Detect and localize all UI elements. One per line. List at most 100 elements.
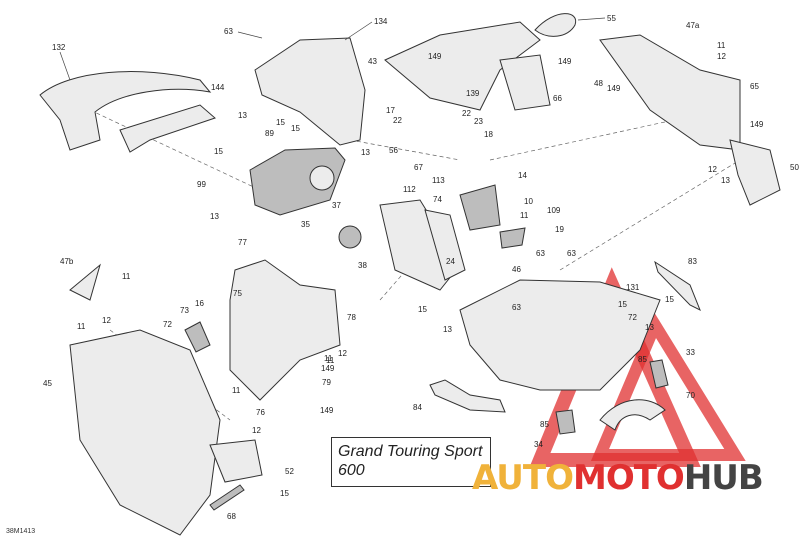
- svg-text:15: 15: [665, 295, 674, 304]
- svg-text:47b: 47b: [60, 257, 74, 266]
- svg-text:50: 50: [790, 163, 799, 172]
- part-99-headlight: [249, 147, 346, 216]
- part-46-clip: [499, 227, 526, 249]
- svg-text:37: 37: [332, 201, 341, 210]
- svg-text:38: 38: [358, 261, 367, 270]
- svg-text:72: 72: [628, 313, 637, 322]
- svg-text:13: 13: [721, 176, 730, 185]
- svg-text:149: 149: [750, 120, 764, 129]
- part-52-bracket: [209, 439, 263, 483]
- svg-text:77: 77: [238, 238, 247, 247]
- svg-text:70: 70: [686, 391, 695, 400]
- svg-text:33: 33: [686, 348, 695, 357]
- svg-text:23: 23: [474, 117, 483, 126]
- svg-text:15: 15: [291, 124, 300, 133]
- svg-text:139: 139: [466, 89, 480, 98]
- svg-text:15: 15: [418, 305, 427, 314]
- svg-text:43: 43: [368, 57, 377, 66]
- svg-text:73: 73: [180, 306, 189, 315]
- svg-text:11: 11: [717, 41, 726, 50]
- watermark-part1: AUTO: [472, 458, 574, 498]
- part-134-upper-cowl: [254, 37, 366, 146]
- part-83-strip: [654, 260, 701, 312]
- svg-text:134: 134: [374, 17, 388, 26]
- svg-text:63: 63: [536, 249, 545, 258]
- svg-text:79: 79: [322, 378, 331, 387]
- part-84-strip: [429, 379, 506, 413]
- svg-text:16: 16: [195, 299, 204, 308]
- svg-text:112: 112: [403, 185, 416, 194]
- svg-text:17: 17: [386, 106, 395, 115]
- svg-text:13: 13: [361, 148, 370, 157]
- part-144-deflector: [119, 104, 216, 153]
- svg-text:11: 11: [326, 356, 335, 365]
- part-85-tab: [555, 409, 576, 435]
- svg-text:11: 11: [520, 211, 529, 220]
- part-65-right-panel: [599, 34, 741, 151]
- svg-text:11: 11: [324, 354, 333, 363]
- part-70-arc: [599, 399, 666, 431]
- part-47b-clip: [69, 263, 101, 301]
- svg-text:52: 52: [285, 467, 294, 476]
- part-55-mirror: [534, 13, 577, 37]
- svg-text:18: 18: [484, 130, 493, 139]
- svg-text:35: 35: [301, 220, 310, 229]
- svg-text:72: 72: [163, 320, 172, 329]
- svg-text:45: 45: [43, 379, 52, 388]
- svg-text:85: 85: [638, 355, 647, 364]
- svg-text:13: 13: [238, 111, 247, 120]
- svg-text:56: 56: [389, 146, 398, 155]
- svg-text:74: 74: [433, 195, 442, 204]
- svg-text:89: 89: [265, 129, 274, 138]
- svg-text:12: 12: [717, 52, 726, 61]
- svg-text:12: 12: [338, 349, 347, 358]
- svg-text:76: 76: [256, 408, 265, 417]
- svg-text:12: 12: [252, 426, 261, 435]
- part-33-tab: [649, 359, 669, 389]
- part-50-bracket: [729, 139, 781, 206]
- svg-text:113: 113: [432, 176, 445, 185]
- svg-text:12: 12: [708, 165, 717, 174]
- svg-text:99: 99: [197, 180, 206, 189]
- svg-text:149: 149: [320, 406, 334, 415]
- part-74-bracket: [424, 209, 466, 281]
- svg-text:144: 144: [211, 83, 225, 92]
- part-139-side-cowl: [384, 21, 541, 111]
- svg-text:84: 84: [413, 403, 422, 412]
- svg-text:11: 11: [77, 322, 86, 331]
- svg-text:46: 46: [512, 265, 521, 274]
- svg-text:65: 65: [750, 82, 759, 91]
- svg-text:15: 15: [280, 489, 289, 498]
- svg-text:66: 66: [553, 94, 562, 103]
- svg-text:15: 15: [276, 118, 285, 127]
- part-66-panel: [499, 54, 551, 111]
- part-113-mount: [459, 184, 501, 231]
- watermark-part3: HUB: [683, 458, 764, 498]
- svg-text:11: 11: [122, 272, 131, 281]
- svg-text:12: 12: [102, 316, 111, 325]
- svg-text:149: 149: [607, 84, 621, 93]
- svg-text:85: 85: [540, 420, 549, 429]
- svg-text:149: 149: [321, 364, 335, 373]
- svg-text:14: 14: [518, 171, 527, 180]
- svg-text:67: 67: [414, 163, 423, 172]
- svg-text:19: 19: [555, 225, 564, 234]
- svg-text:63: 63: [224, 27, 233, 36]
- svg-text:149: 149: [558, 57, 572, 66]
- svg-text:48: 48: [594, 79, 603, 88]
- svg-text:63: 63: [567, 249, 576, 258]
- svg-text:34: 34: [534, 440, 543, 449]
- svg-text:131: 131: [626, 283, 640, 292]
- svg-text:83: 83: [688, 257, 697, 266]
- svg-text:22: 22: [462, 109, 471, 118]
- svg-text:13: 13: [210, 212, 219, 221]
- part-72-latch: [184, 321, 211, 353]
- part-132-windshield: [39, 71, 212, 151]
- svg-text:55: 55: [607, 14, 616, 23]
- svg-text:75: 75: [233, 289, 242, 298]
- diagram-id-label: 38M1413: [6, 528, 36, 535]
- part-131-center-cowl: [459, 279, 661, 391]
- svg-text:63: 63: [512, 303, 521, 312]
- watermark-part2: MOTO: [572, 458, 685, 498]
